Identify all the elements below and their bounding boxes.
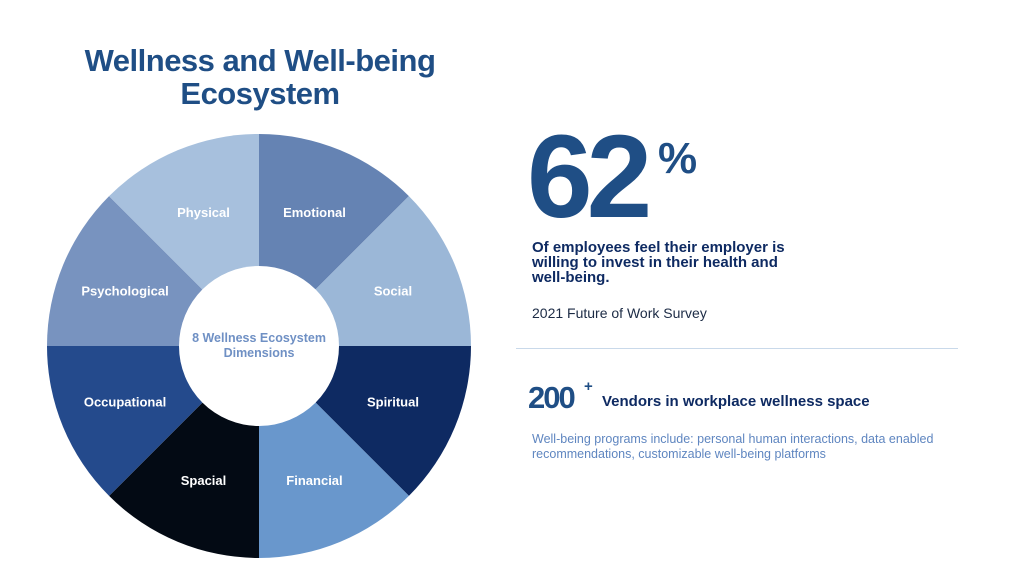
stat-62-value: 62: [527, 111, 652, 243]
stat-62-source: 2021 Future of Work Survey: [532, 305, 707, 321]
stat-62-description: Of employees feel their employer is will…: [532, 239, 785, 286]
segment-label: Occupational: [84, 394, 166, 409]
segment-label: Social: [374, 284, 412, 299]
stat-62-suffix: %: [658, 134, 698, 183]
segment-label: Psychological: [81, 284, 168, 299]
segment-label: Emotional: [283, 205, 346, 220]
segment-label: Physical: [177, 205, 230, 220]
center-label: Dimensions: [224, 346, 295, 360]
stat-200-value: 200: [528, 380, 576, 415]
center-label: 8 Wellness Ecosystem: [192, 331, 326, 345]
programs-note: Well-being programs include: personal hu…: [532, 432, 934, 461]
stat-200-suffix: +: [584, 378, 593, 395]
segment-label: Financial: [286, 473, 342, 488]
segment-label: Spiritual: [367, 394, 419, 409]
page-title: Wellness and Well-being Ecosystem: [84, 43, 436, 111]
stat-200-description: Vendors in workplace wellness space: [602, 393, 870, 410]
segment-label: Spacial: [181, 473, 227, 488]
wheel-center: [179, 266, 339, 426]
divider: [516, 348, 958, 349]
